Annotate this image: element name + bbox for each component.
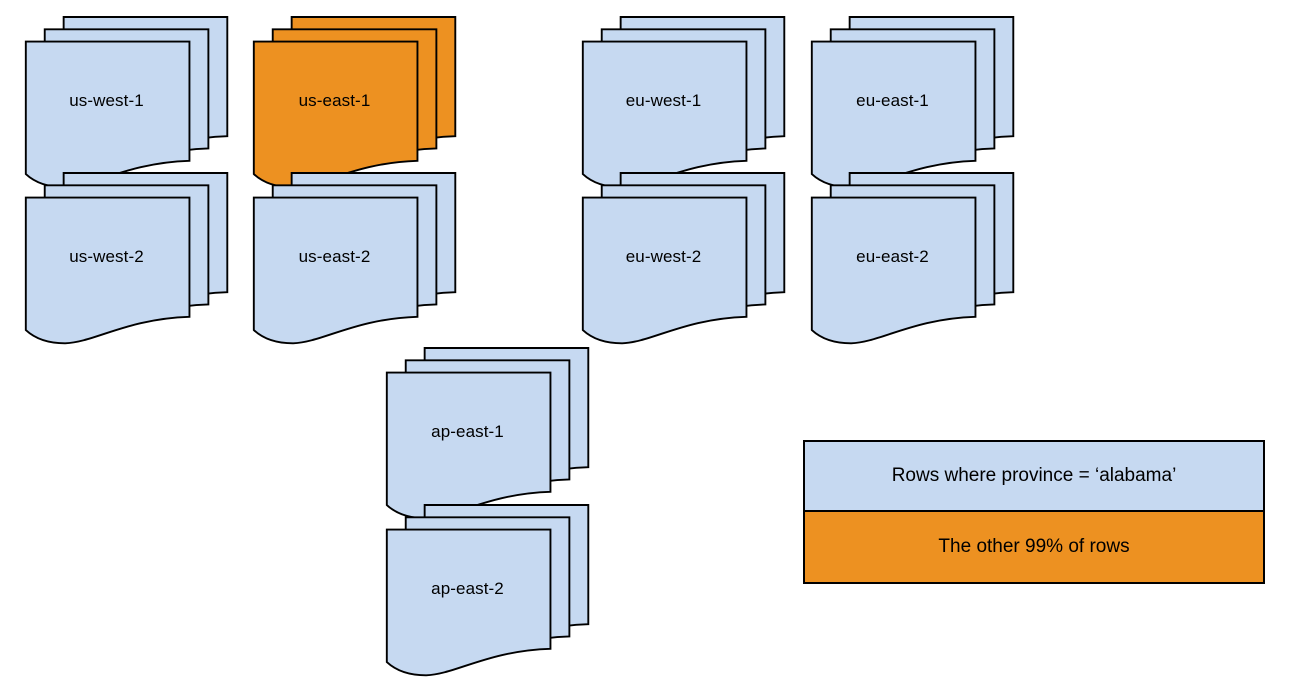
legend-row-other: The other 99% of rows [805,512,1263,582]
color-legend: Rows where province = ‘alabama’ The othe… [803,440,1265,584]
data-stack-us-west-1: us-west-1 [20,16,235,192]
data-stack-ap-east-1: ap-east-1 [381,347,596,523]
data-stack-eu-west-2: eu-west-2 [577,172,792,348]
data-stack-eu-east-2: eu-east-2 [806,172,1021,348]
data-stack-eu-east-1: eu-east-1 [806,16,1021,192]
legend-row-included: Rows where province = ‘alabama’ [805,442,1263,512]
data-stack-us-west-2: us-west-2 [20,172,235,348]
data-stack-us-east-2: us-east-2 [248,172,463,348]
data-stack-ap-east-2: ap-east-2 [381,504,596,680]
data-stack-eu-west-1: eu-west-1 [577,16,792,192]
legend-label-other: The other 99% of rows [938,536,1130,557]
legend-label-included: Rows where province = ‘alabama’ [891,465,1177,486]
data-stack-us-east-1: us-east-1 [248,16,463,192]
